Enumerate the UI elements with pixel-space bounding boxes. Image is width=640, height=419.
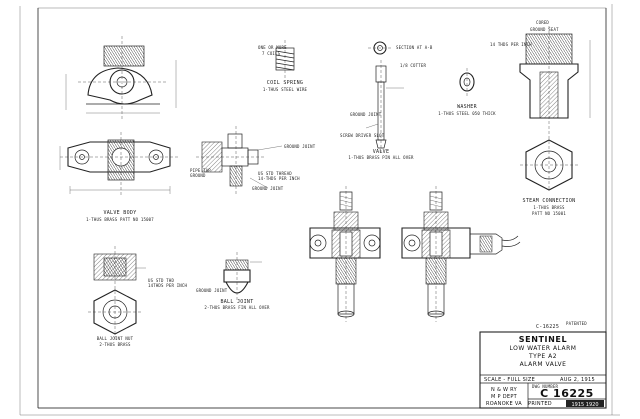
ball-joint-nut-drawing [88,246,146,340]
printed-stamp-box [566,400,604,407]
washer-label: WASHER [457,104,478,110]
pipe-tap-label: PIPE TAP [190,168,211,173]
steam-connection-label: STEAM CONNECTION [523,198,576,204]
title-block [479,331,607,409]
ground-joint-3: GROUND JOINT [252,186,284,191]
valve-body-top-view [65,36,177,120]
coil-spring-note-2: 7 COILS [262,51,281,56]
title-line1: LOW WATER ALARM [509,345,576,352]
title-dept: M P DEPT [491,394,518,400]
std-thread-label: US STD THREAD [258,171,292,176]
title-date: AUG 2, 1915 [560,377,595,383]
thds-per-inch-2: 14THDS PER INCH [148,283,188,288]
coil-spring-label: COIL SPRING [267,80,303,86]
ref-number: C-16225 [536,324,559,330]
title-line2: TYPE A2 [528,353,557,360]
assembly-section-right [401,186,521,322]
title-city: ROANOKE VA [486,401,522,407]
washer-spec: 1-THUS STEEL 050 THICK [438,111,496,116]
us-std-thd-label: US STD THD [148,278,174,283]
per-inch-label: 14-THDS PER INCH [258,176,300,181]
section-ab-label: SECTION AT A-B [396,45,433,50]
ground-joint-1: GROUND JOINT [350,112,382,117]
ground-seat-label: GROUND SEAT [530,27,559,32]
cotter-label: 1/8 COTTER [400,63,426,68]
title-printed: PRINTED [528,401,552,407]
steam-connection-drawing [519,26,591,191]
ground-label: GROUND [190,173,206,178]
title-railway: N & W RY [491,387,518,393]
cored-label: CORED [536,20,549,25]
coil-spring-spec: 1-THUS STEEL WIRE [263,87,308,92]
assembly-section-left [309,186,381,322]
screw-driver-slot: SCREW DRIVER SLOT [340,133,385,138]
valve-stem-drawing [365,60,404,152]
section-ab-drawing [368,41,392,55]
ground-joint-ball: GROUND JOINT [196,288,228,293]
valve-spec: 1-THUS BRASS PIN ALL OVER [348,155,414,160]
title-dwg-number: C 16225 [540,387,594,400]
valve-body-label: VALVE BODY [103,210,136,216]
title-dwg-number-label: DWG NUMBER [532,384,558,389]
center-section-drawing [196,126,283,194]
ball-joint-drawing [223,252,262,300]
steam-connection-patt: PATT NO 15001 [532,211,566,216]
valve-body-side-view [59,132,180,196]
valve-body-spec: 1-THUS BRASS PATT NO 15007 [86,217,154,222]
title-company: SENTINEL [519,335,567,344]
ball-joint-spec: 2-THUS BRASS FIN ALL OVER [204,305,270,310]
steam-connection-spec: 1-THUS BRASS [533,205,565,210]
title-stamp: 1915 1920 [571,402,598,408]
coil-spring-drawing [275,40,295,78]
ball-joint-nut-label: BALL JOINT NUT [97,336,134,341]
title-line3: ALARM VALVE [520,361,567,368]
washer-drawing [459,68,475,96]
coil-spring-note-1: ONE OR MORE [258,45,287,50]
patented-label: PATENTED [566,321,587,326]
valve-label: VALVE [373,149,390,155]
ball-joint-label: BALL JOINT [220,299,253,305]
title-scale: SCALE - FULL SIZE [484,377,535,383]
ball-joint-nut-spec: 2-THUS BRASS [99,342,131,347]
thds-per-inch-label: 14 THDS PER INCH [490,42,532,47]
ground-joint-2: GROUND JOINT [284,144,316,149]
